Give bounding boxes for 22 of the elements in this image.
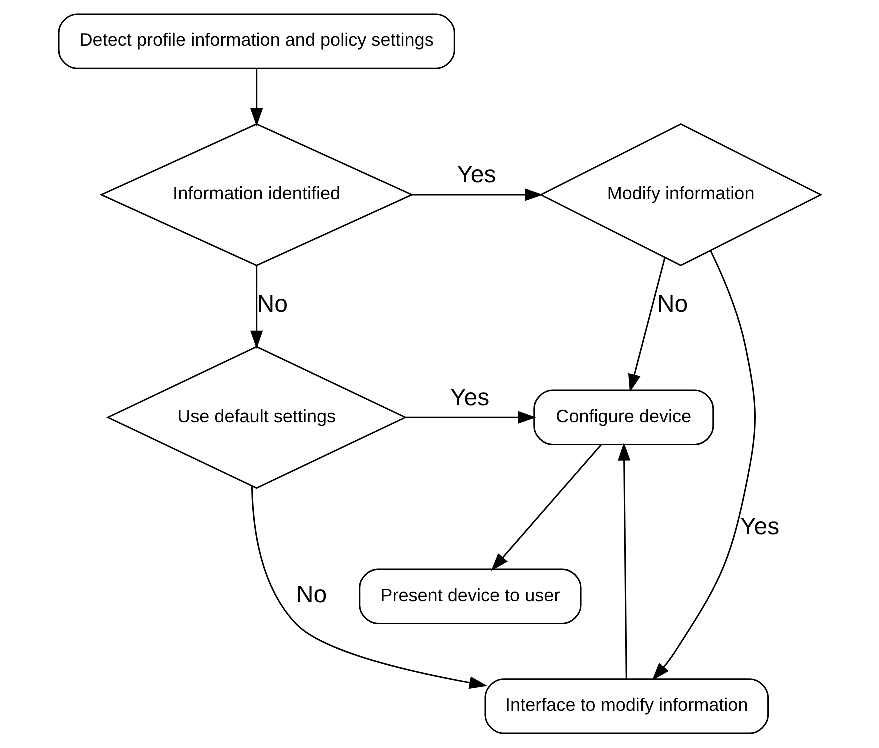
- node-diamond: Use default settings: [106, 346, 407, 490]
- node-diamond: Information identified: [99, 123, 414, 267]
- edge-label: Yes: [740, 514, 780, 541]
- arrow: [250, 266, 263, 349]
- arrow: [628, 257, 666, 392]
- node-box: Configure device: [533, 390, 714, 446]
- arrow: [250, 486, 488, 690]
- edge-label: Yes: [456, 162, 496, 189]
- arrow: [405, 411, 536, 424]
- arrow: [618, 442, 630, 680]
- node-diamond: Modify information: [538, 123, 822, 267]
- edge-label: No: [296, 581, 327, 608]
- edge-label: No: [256, 291, 288, 318]
- arrow: [490, 444, 602, 572]
- edge-label: No: [656, 291, 688, 318]
- node-box: Present device to user: [358, 568, 582, 624]
- node-box: Detect profile information and policy settings: [58, 14, 455, 70]
- arrow: [250, 69, 263, 127]
- arrow: [412, 188, 543, 202]
- node-box: Interface to modify information: [484, 678, 769, 734]
- edge-label: Yes: [450, 384, 490, 412]
- arrow: [652, 250, 756, 681]
